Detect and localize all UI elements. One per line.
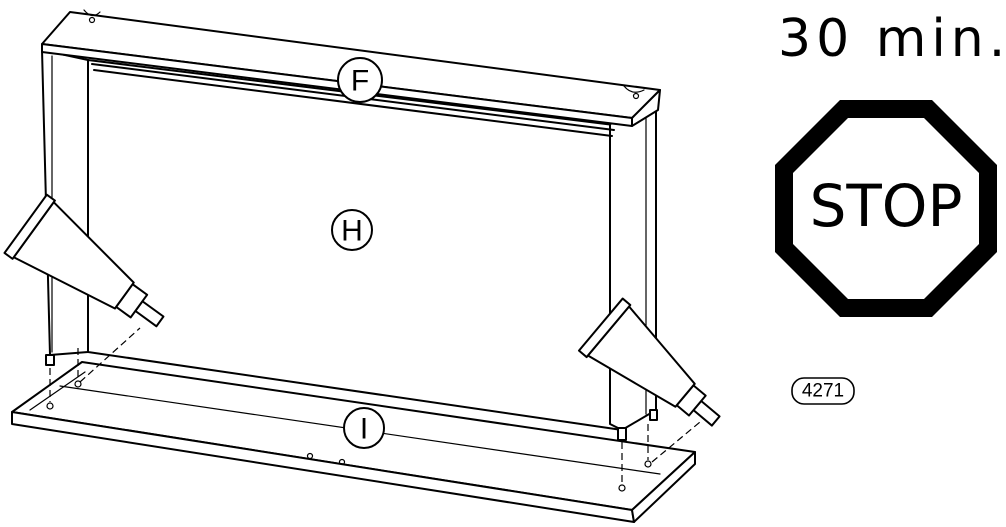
part-code-badge: 4271 xyxy=(791,377,855,405)
label-f-text: F xyxy=(351,65,369,98)
label-h-text: H xyxy=(341,215,363,248)
part-code: 4271 xyxy=(802,381,844,402)
drying-time: 30 min. xyxy=(778,9,1006,69)
stop-sign-text: STOP xyxy=(810,172,963,240)
label-h: H xyxy=(331,209,373,251)
label-i: I xyxy=(343,407,385,449)
glue-tube-icon-right xyxy=(577,297,721,427)
label-i-text: I xyxy=(360,413,368,446)
glue-tube-icon-left xyxy=(3,193,165,328)
label-f: F xyxy=(337,57,383,103)
guide-lines xyxy=(49,327,701,484)
stop-sign-icon: STOP xyxy=(775,100,997,317)
